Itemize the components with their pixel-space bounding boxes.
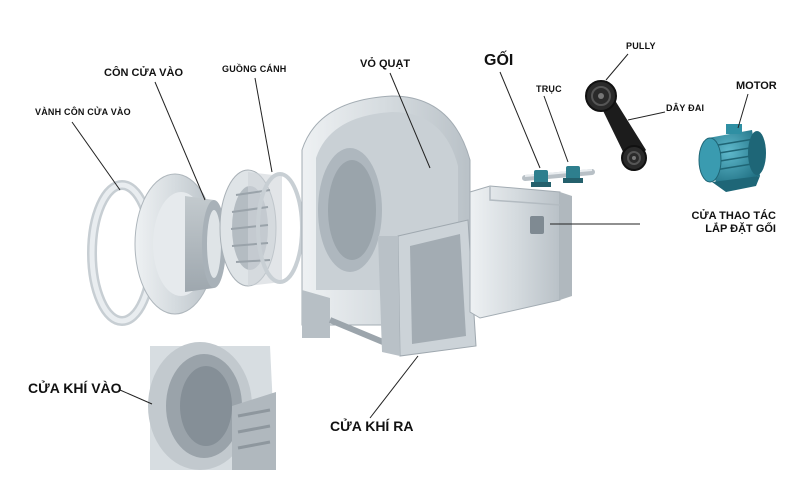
label-service-door: CỬA THAO TÁC LẮP ĐẶT GỐI [646, 210, 777, 235]
label-air-inlet: CỬA KHÍ VÀO [28, 380, 122, 396]
label-service-door-line1: CỬA THAO TÁC [691, 210, 777, 222]
label-air-outlet: CỬA KHÍ RA [330, 418, 414, 434]
bearing-box-part [469, 185, 572, 319]
impeller-part [219, 169, 304, 287]
shaft-with-bearings-part [522, 166, 595, 187]
motor-part [698, 124, 766, 192]
inlet-closeup-inset [148, 342, 276, 470]
label-inlet-ring: VÀNH CÔN CỬA VÀO [35, 107, 131, 117]
inlet-cone-part [134, 173, 226, 315]
label-belt: DÂY ĐAI [666, 103, 705, 113]
label-inlet-cone: CÔN CỬA VÀO [104, 67, 183, 79]
pulley-belt-part [585, 80, 647, 171]
air-outlet-part [378, 219, 477, 357]
label-fan-housing: VỎ QUẠT [360, 58, 411, 70]
leader-lines [71, 53, 749, 419]
label-pulley: PULLY [626, 41, 656, 51]
label-shaft: TRỤC [536, 84, 562, 94]
label-bearing: GỐI [484, 52, 514, 69]
label-service-door-line2: LẮP ĐẶT GỐI [705, 222, 776, 235]
label-motor: MOTOR [736, 80, 777, 92]
label-impeller: GUỒNG CÁNH [222, 64, 287, 74]
